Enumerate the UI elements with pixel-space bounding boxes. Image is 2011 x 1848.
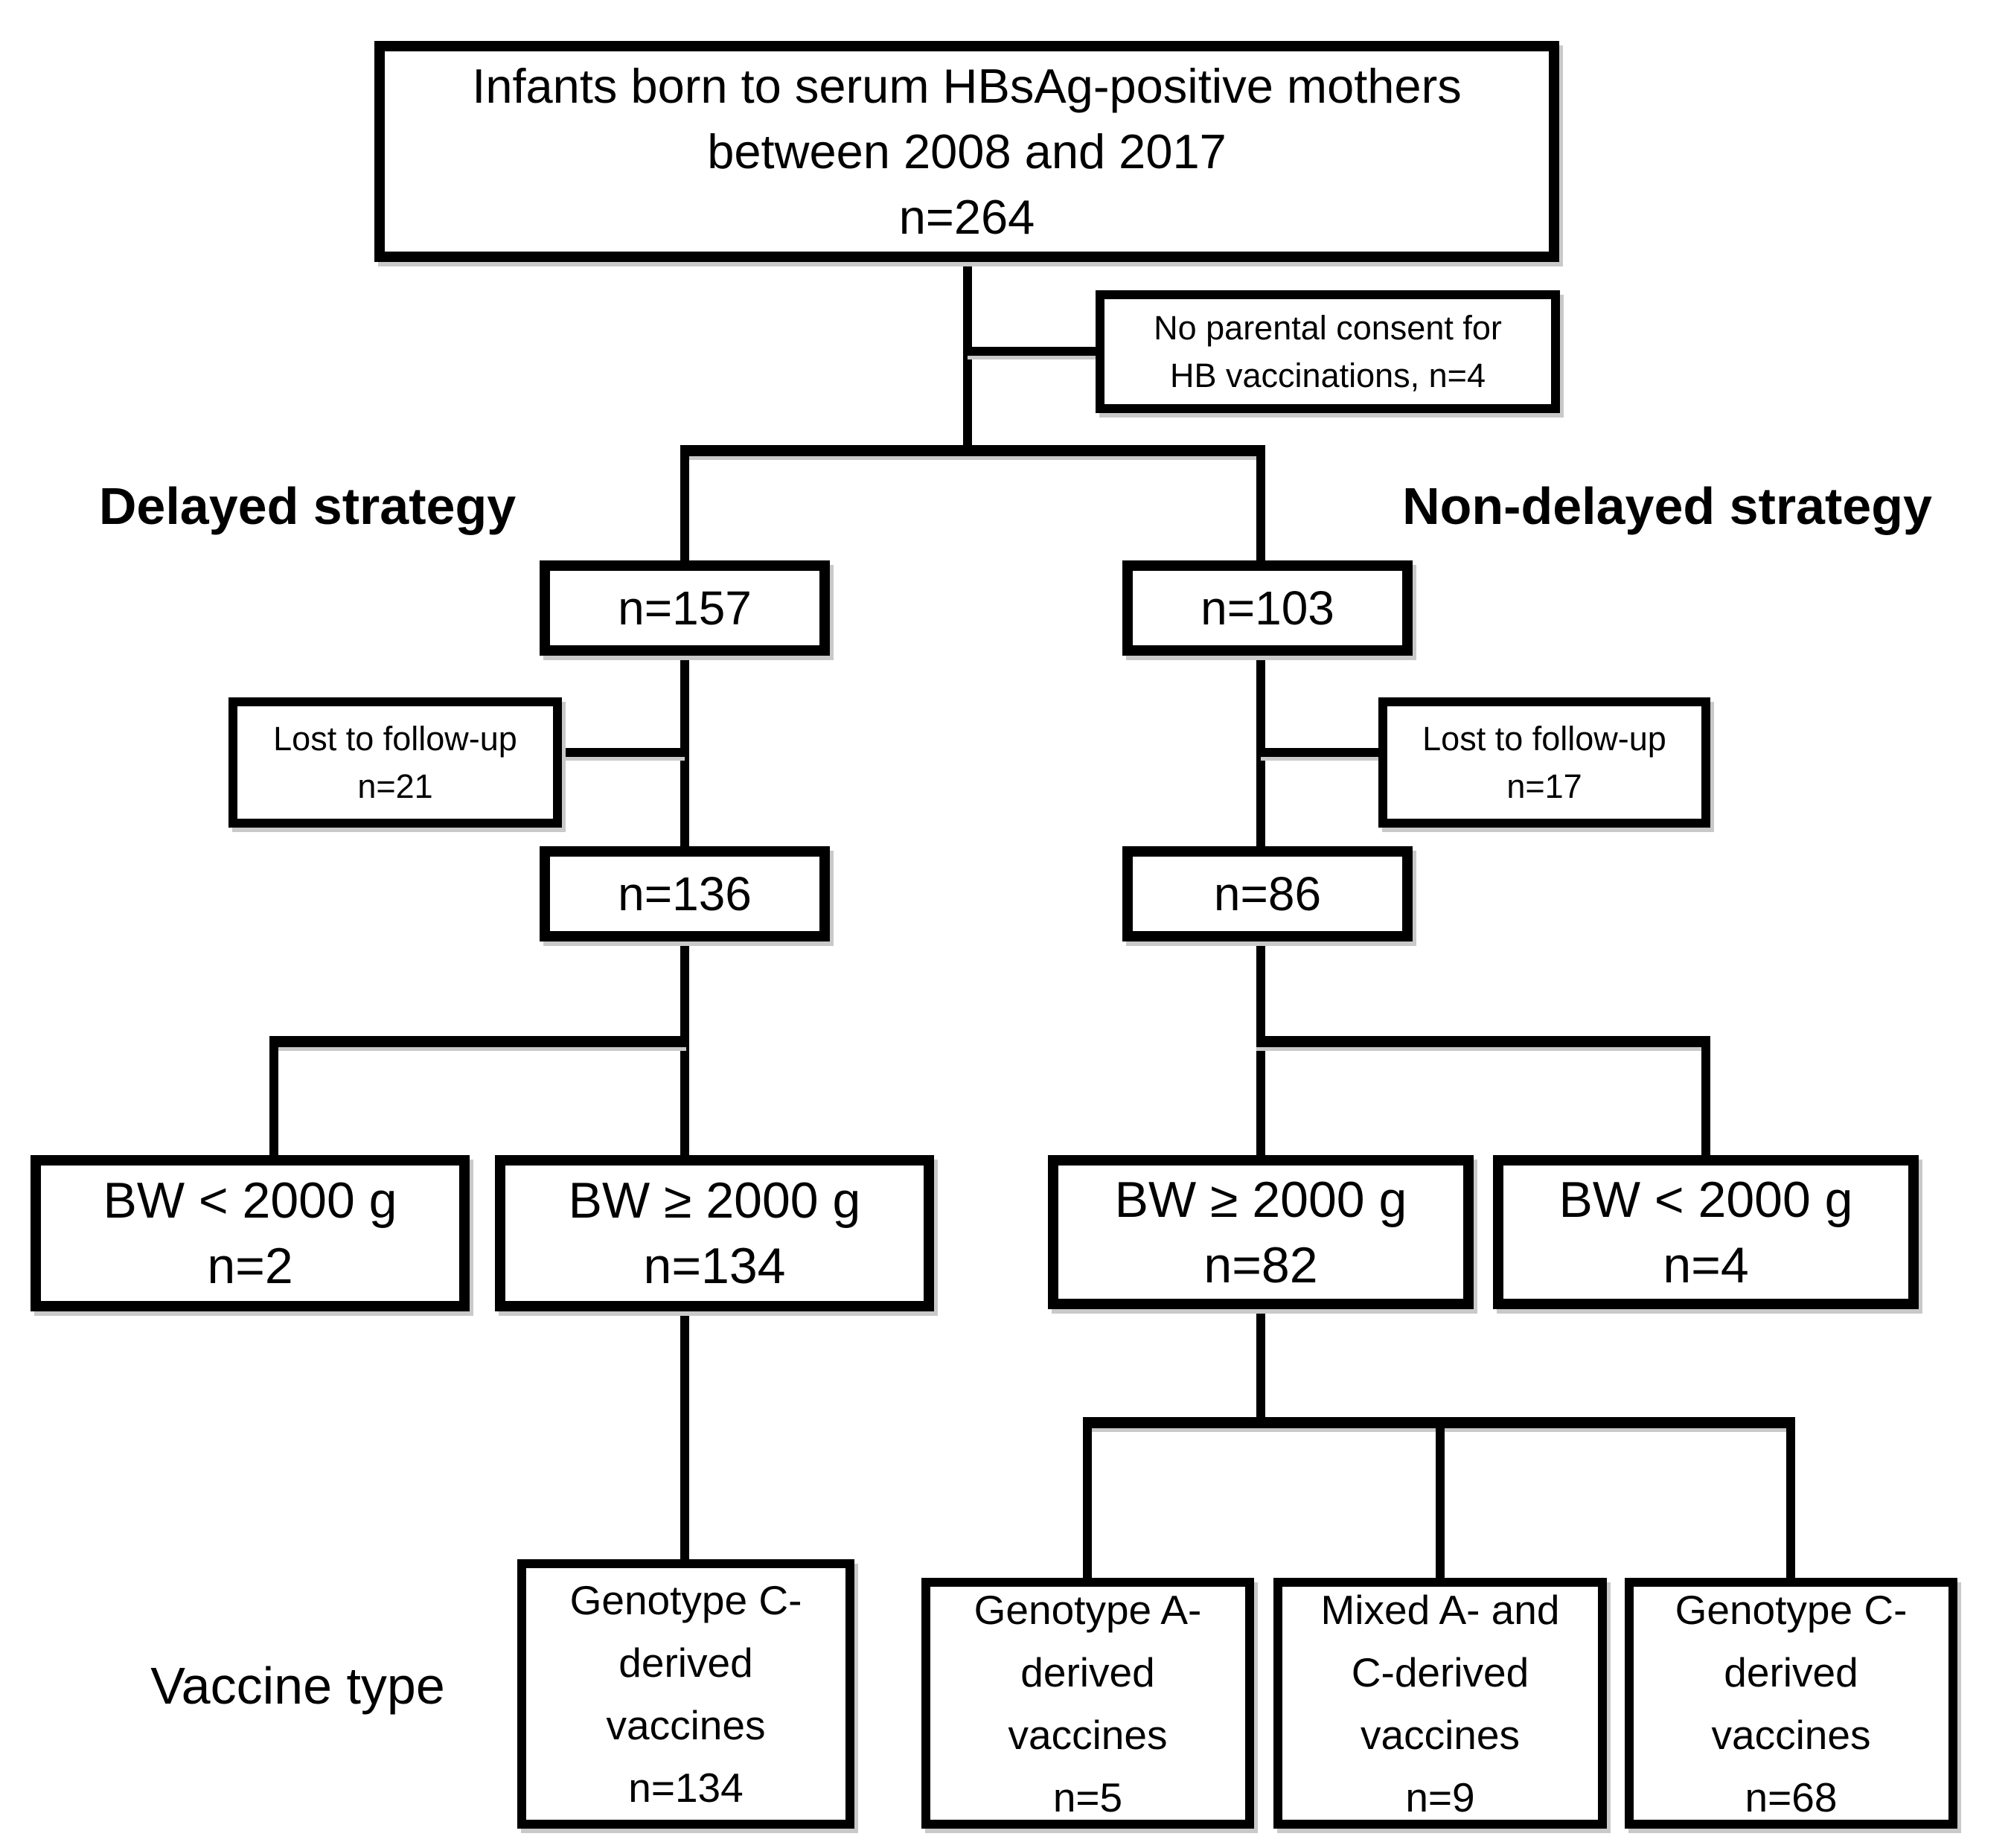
delayed-lost-count: n=21	[357, 767, 433, 805]
delayed-vaccine-c-line-3: vaccines	[606, 1702, 766, 1748]
nondelayed-followed-box: n=86	[1122, 846, 1413, 941]
nondelayed-vaccine-c-count: n=68	[1745, 1774, 1838, 1820]
delayed-strategy-label: Delayed strategy	[98, 477, 517, 535]
nondelayed-bw-high-box: BW ≥ 2000 g n=82	[1048, 1155, 1474, 1309]
exclusion-line-2: HB vaccinations, n=4	[1170, 356, 1486, 394]
root-box-line-1: Infants born to serum HBsAg-positive mot…	[472, 58, 1462, 113]
delayed-followed-count: n=136	[618, 867, 752, 921]
nondelayed-vaccine-mixed-line-1: Mixed A- and	[1320, 1586, 1560, 1633]
nondelayed-vaccine-a-line-2: derived	[1020, 1649, 1155, 1695]
connector-bw-right-bar	[1256, 1036, 1710, 1047]
connector-delayed-trunk-1	[680, 650, 689, 851]
nondelayed-bw-high-line-1: BW ≥ 2000 g	[1114, 1171, 1407, 1228]
vaccine-type-label: Vaccine type	[150, 1657, 445, 1715]
delayed-lost-box: Lost to follow-up n=21	[228, 697, 562, 828]
nondelayed-vaccine-c-line-3: vaccines	[1711, 1711, 1871, 1758]
root-box: Infants born to serum HBsAg-positive mot…	[374, 41, 1559, 262]
delayed-enrolled-box: n=157	[540, 560, 830, 656]
non-delayed-strategy-label: Non-delayed strategy	[1402, 477, 1932, 535]
exclusion-box: No parental consent for HB vaccinations,…	[1096, 290, 1560, 413]
root-box-line-2: between 2008 and 2017	[707, 124, 1227, 179]
connector-vaccine-right-trunk	[1256, 1302, 1265, 1423]
delayed-bw-high-count: n=134	[643, 1238, 786, 1294]
delayed-vaccine-c-count: n=134	[628, 1765, 744, 1811]
nondelayed-vaccine-mixed-count: n=9	[1405, 1774, 1475, 1820]
nondelayed-bw-low-count: n=4	[1663, 1236, 1749, 1294]
connector-bw-low-right-drop	[1701, 1036, 1710, 1161]
connector-exclusion-branch	[968, 347, 1099, 356]
nondelayed-vaccine-c-box: Genotype C- derived vaccines n=68	[1625, 1578, 1957, 1829]
delayed-enrolled-count: n=157	[618, 581, 752, 635]
connector-lost-right-branch	[1261, 748, 1384, 757]
nondelayed-lost-count: n=17	[1506, 767, 1582, 805]
connector-bw-low-left-drop	[269, 1036, 278, 1161]
delayed-vaccine-c-line-2: derived	[618, 1640, 753, 1686]
nondelayed-bw-high-count: n=82	[1203, 1236, 1318, 1294]
delayed-followed-box: n=136	[540, 846, 830, 941]
connector-nondelayed-trunk-2	[1256, 936, 1265, 1160]
connector-vaccine-left-trunk	[680, 1307, 689, 1566]
nondelayed-enrolled-box: n=103	[1122, 560, 1413, 656]
nondelayed-lost-line-1: Lost to follow-up	[1422, 719, 1666, 758]
nondelayed-vaccine-c-line-2: derived	[1724, 1649, 1858, 1695]
connector-strategy-split-bar	[680, 445, 1265, 456]
connector-root-trunk	[963, 262, 972, 455]
nondelayed-vaccine-a-line-3: vaccines	[1008, 1711, 1168, 1758]
delayed-bw-low-line-1: BW < 2000 g	[103, 1172, 397, 1229]
delayed-bw-high-box: BW ≥ 2000 g n=134	[495, 1155, 934, 1311]
nondelayed-vaccine-a-box: Genotype A- derived vaccines n=5	[921, 1578, 1254, 1829]
nondelayed-vaccine-a-count: n=5	[1052, 1774, 1123, 1820]
delayed-bw-low-box: BW < 2000 g n=2	[31, 1155, 470, 1311]
nondelayed-vaccine-mixed-line-2: C-derived	[1351, 1649, 1529, 1695]
connector-vaccine-mixed-drop	[1436, 1417, 1445, 1583]
connector-lost-left-branch	[557, 748, 685, 757]
nondelayed-vaccine-mixed-line-3: vaccines	[1361, 1711, 1520, 1758]
nondelayed-lost-box: Lost to follow-up n=17	[1378, 697, 1710, 828]
nondelayed-vaccine-c-line-1: Genotype C-	[1675, 1586, 1908, 1633]
nondelayed-bw-low-box: BW < 2000 g n=4	[1493, 1155, 1919, 1309]
delayed-bw-low-count: n=2	[207, 1238, 293, 1294]
connector-vaccine-a-drop	[1083, 1417, 1092, 1583]
nondelayed-followed-count: n=86	[1213, 867, 1322, 921]
connector-bw-left-bar	[269, 1036, 686, 1047]
delayed-vaccine-c-box: Genotype C- derived vaccines n=134	[517, 1559, 854, 1829]
connector-vaccine-c-drop	[1786, 1417, 1795, 1583]
root-box-count: n=264	[898, 189, 1035, 244]
nondelayed-enrolled-count: n=103	[1200, 581, 1334, 635]
nondelayed-vaccine-mixed-box: Mixed A- and C-derived vaccines n=9	[1273, 1578, 1607, 1829]
connector-delayed-trunk-2	[680, 936, 689, 1160]
nondelayed-bw-low-line-1: BW < 2000 g	[1558, 1171, 1853, 1228]
nondelayed-vaccine-a-line-1: Genotype A-	[973, 1586, 1202, 1633]
connector-nondelayed-drop	[1256, 445, 1265, 565]
connector-delayed-drop	[680, 445, 689, 565]
exclusion-line-1: No parental consent for	[1154, 308, 1502, 347]
delayed-lost-line-1: Lost to follow-up	[273, 719, 517, 758]
delayed-vaccine-c-line-1: Genotype C-	[569, 1577, 802, 1623]
delayed-bw-high-line-1: BW ≥ 2000 g	[568, 1172, 861, 1229]
